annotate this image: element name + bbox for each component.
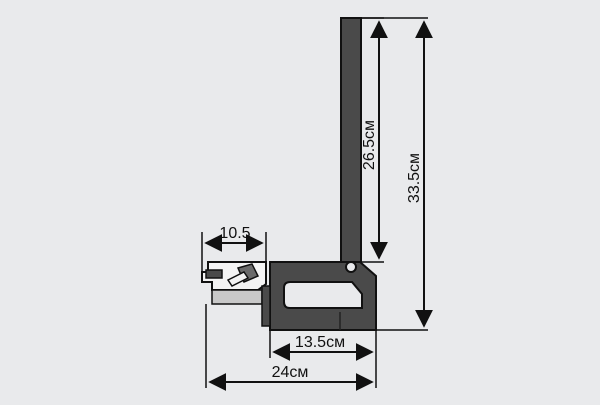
handle-length-dimension: 26.5см — [361, 17, 388, 263]
handle-length-label: 26.5см — [361, 120, 378, 170]
total-width-label: 24см — [272, 364, 309, 381]
total-height-label: 33.5см — [406, 153, 423, 203]
vertical-handle — [340, 17, 362, 269]
clamp-width-label: 10.5 — [219, 225, 250, 242]
clamp-width-dimension: 10.5 — [201, 225, 267, 272]
base-width-label: 13.5см — [295, 334, 345, 351]
base-block — [269, 261, 377, 331]
total-height-dimension: 33.5см — [361, 17, 433, 331]
base-width-dimension: 13.5см — [269, 330, 377, 388]
total-width-dimension: 24см — [205, 304, 374, 391]
clamp-mechanism — [201, 261, 271, 327]
